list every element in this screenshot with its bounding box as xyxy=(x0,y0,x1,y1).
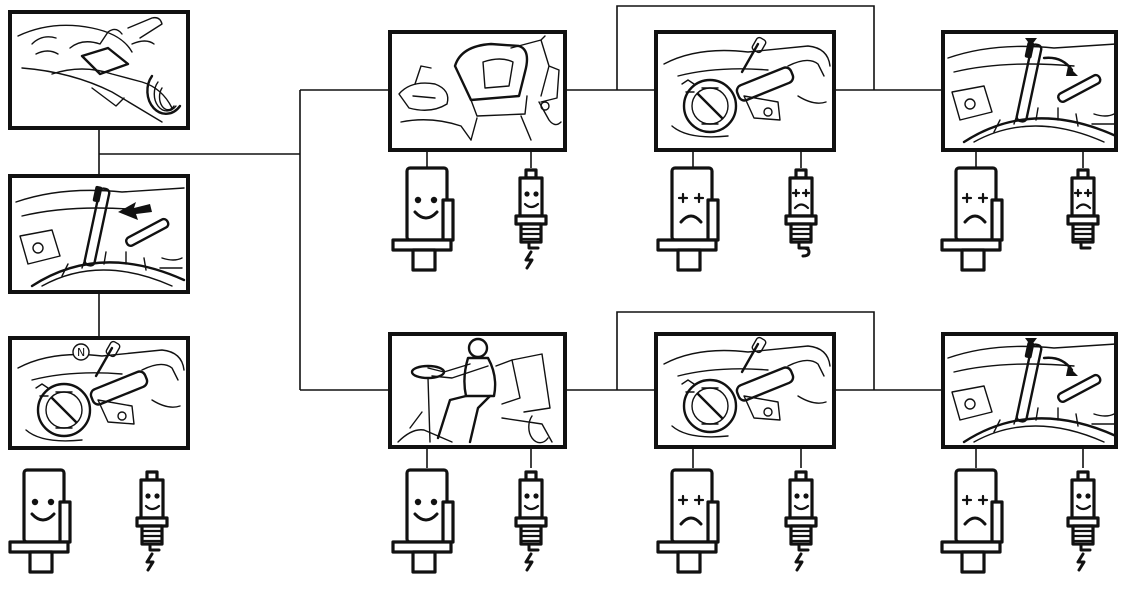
panel-seated-operator xyxy=(388,332,567,449)
engine-happy-icon xyxy=(8,468,72,574)
spark-plug-happy-icon xyxy=(135,470,169,572)
spark-plug-happy-icon xyxy=(784,470,818,572)
engine-happy-icon xyxy=(391,468,455,574)
spark-plug-sad-icon xyxy=(1066,168,1100,250)
spark-plug-sad-icon xyxy=(784,168,818,258)
connector-lines xyxy=(98,5,1084,468)
push-down-arrow-icon xyxy=(1025,38,1037,46)
panel-ignition-neutral: N xyxy=(8,336,190,450)
swing-arrow-icon xyxy=(1042,356,1074,372)
panel-lever-forward xyxy=(8,174,190,294)
panel-lever-engaged-bottom xyxy=(941,332,1118,449)
neutral-indicator-icon xyxy=(72,343,90,361)
panel-empty-seat xyxy=(388,30,567,152)
spark-plug-happy-icon xyxy=(514,168,548,270)
engine-sad-icon xyxy=(656,468,720,574)
engine-happy-icon xyxy=(391,166,455,272)
neutral-indicator-label: N xyxy=(77,346,85,359)
panel-deck-latch xyxy=(8,10,190,130)
spark-plug-happy-icon xyxy=(1066,470,1100,572)
swing-arrow-icon xyxy=(1042,56,1074,72)
arrow-icon xyxy=(118,202,152,220)
connector-top-loop xyxy=(616,5,875,90)
connector-bottom-loop xyxy=(616,311,875,390)
engine-sad-icon xyxy=(656,166,720,272)
panel-ignition-turn-bottom xyxy=(654,332,836,449)
panel-lever-engaged-top xyxy=(941,30,1118,152)
push-down-arrow-icon xyxy=(1025,338,1037,346)
engine-sad-icon xyxy=(940,166,1004,272)
spark-plug-happy-icon xyxy=(514,470,548,572)
engine-sad-icon xyxy=(940,468,1004,574)
panel-ignition-turn-top xyxy=(654,30,836,152)
